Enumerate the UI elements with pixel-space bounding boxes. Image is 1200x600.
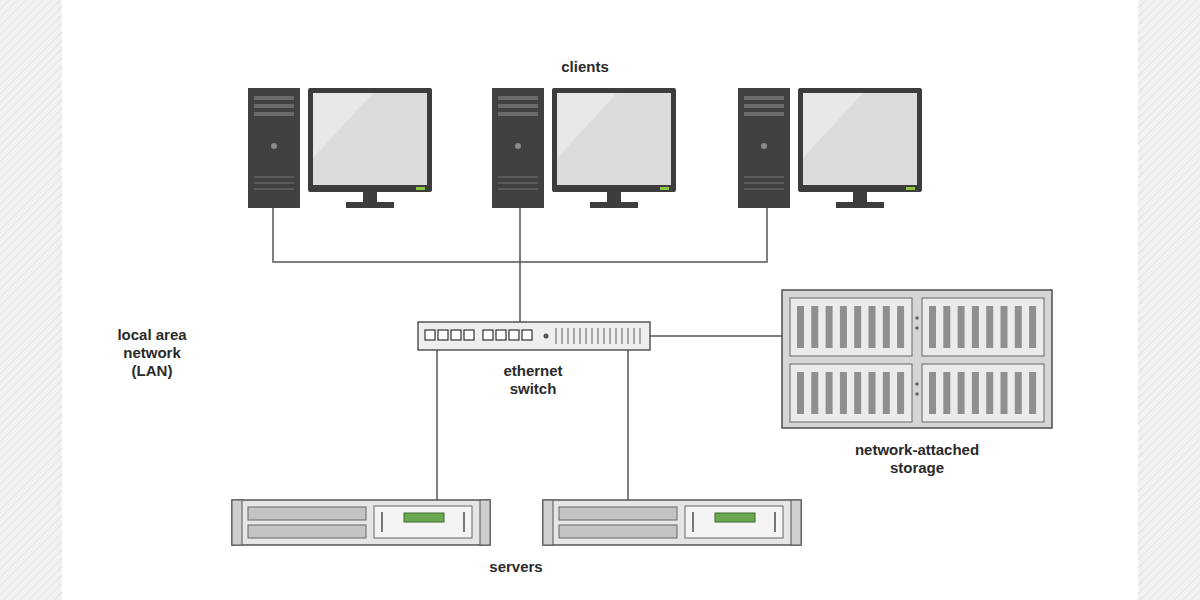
drive-bay (790, 364, 912, 422)
indicator-dot (915, 382, 919, 386)
switch-vent (615, 328, 616, 344)
side-panel (1138, 0, 1200, 600)
drive-slot (897, 306, 904, 348)
switch-vent (555, 328, 556, 344)
drive-slot (811, 306, 818, 348)
drive-bay (790, 298, 912, 356)
drive-slot (1015, 372, 1022, 414)
indicator-dot (915, 326, 919, 330)
drive-slot (854, 306, 861, 348)
drive-slot (1001, 372, 1008, 414)
node-label: network-attached storage (837, 441, 997, 477)
drive-bay (922, 298, 1044, 356)
network-cable (273, 208, 767, 322)
drive-slot (929, 372, 936, 414)
drive-slot (897, 372, 904, 414)
switch-vent (561, 328, 562, 344)
switch-vent (621, 328, 622, 344)
switch-port (425, 330, 435, 340)
switch-port (483, 330, 493, 340)
switch-port (451, 330, 461, 340)
network-boundary: local area network (LAN)clientsethernet … (135, 118, 1065, 592)
switch-port (496, 330, 506, 340)
drive-slot (958, 372, 965, 414)
drive-slot (854, 372, 861, 414)
switch-vent (609, 328, 610, 344)
drive-slot (1015, 306, 1022, 348)
indicator-dot (915, 392, 919, 396)
drive-slot (883, 372, 890, 414)
drive-slot (1029, 372, 1036, 414)
drive-slot (986, 372, 993, 414)
drive-slot (840, 306, 847, 348)
server-unit (232, 500, 490, 545)
switch-led (544, 334, 549, 339)
switch-vent (585, 328, 586, 344)
switch-box: ethernet switch (418, 322, 650, 350)
network-cable (650, 335, 782, 337)
node-label: clients (525, 58, 645, 76)
lan-ellipse-outline (138, 121, 1062, 589)
drive-bay (922, 364, 1044, 422)
switch-vent (591, 328, 592, 344)
node-label: servers (456, 558, 576, 576)
drive-slot (1001, 306, 1008, 348)
switch-device (418, 322, 650, 350)
drive-slot (840, 372, 847, 414)
switch-vent (603, 328, 604, 344)
drive-slot (1029, 306, 1036, 348)
client-computer (738, 88, 922, 208)
switch-vent (627, 328, 628, 344)
server-unit (543, 500, 801, 545)
drive-slot (972, 306, 979, 348)
lan-ellipse (135, 118, 1065, 592)
switch-vent (639, 328, 640, 344)
indicator-dot (915, 316, 919, 320)
drive-slot (943, 372, 950, 414)
drive-slot (869, 306, 876, 348)
switch-port (522, 330, 532, 340)
node-label: ethernet switch (483, 362, 583, 398)
server-group: servers (232, 500, 802, 545)
switch-vent (573, 328, 574, 344)
drive-slot (826, 372, 833, 414)
drive-slot (958, 306, 965, 348)
client-computer (492, 88, 676, 208)
drive-slot (972, 372, 979, 414)
drive-slot (797, 372, 804, 414)
drive-slot (826, 306, 833, 348)
switch-vent (579, 328, 580, 344)
drive-slot (883, 306, 890, 348)
client-group: clients (248, 88, 922, 208)
drive-slot (797, 306, 804, 348)
drive-slot (869, 372, 876, 414)
drive-slot (929, 306, 936, 348)
switch-port (438, 330, 448, 340)
drive-slot (811, 372, 818, 414)
switch-port (509, 330, 519, 340)
switch-vent (567, 328, 568, 344)
side-panel (0, 0, 62, 600)
switch-port (464, 330, 474, 340)
drive-slot (986, 306, 993, 348)
storage-box: network-attached storage (782, 290, 1052, 428)
switch-vent (633, 328, 634, 344)
network-cable (437, 350, 628, 500)
storage-device (782, 290, 1052, 428)
switch-vent (597, 328, 598, 344)
drive-slot (943, 306, 950, 348)
node-label: local area network (LAN) (100, 326, 204, 380)
client-computer (248, 88, 432, 208)
